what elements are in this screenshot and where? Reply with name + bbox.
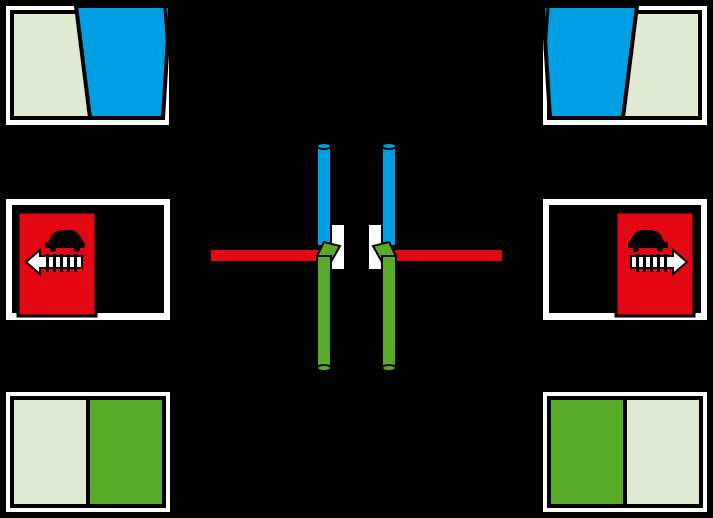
lever-red-arm <box>391 248 504 263</box>
panel-left-bottom <box>6 392 170 512</box>
panel-right-top <box>541 4 707 125</box>
window-green-icon <box>547 396 627 508</box>
panel-left-middle <box>6 199 170 320</box>
panel-right-bottom <box>543 392 707 512</box>
lever-green-arm <box>371 240 398 372</box>
vehicle-lock-arrow-icon <box>16 210 98 318</box>
panel-right-middle <box>543 199 707 320</box>
window-blue-icon <box>541 4 639 120</box>
lever-green-arm <box>315 240 342 372</box>
lever-red-arm <box>209 248 323 263</box>
lever-blue-arm <box>381 142 397 247</box>
lever-left <box>209 142 346 372</box>
lever-blue-arm <box>316 142 332 247</box>
window-blue-icon <box>74 4 172 120</box>
panel-left-top <box>6 4 172 125</box>
window-green-icon <box>86 396 166 508</box>
lever-right <box>367 142 504 372</box>
vehicle-lock-arrow-icon <box>614 210 696 318</box>
